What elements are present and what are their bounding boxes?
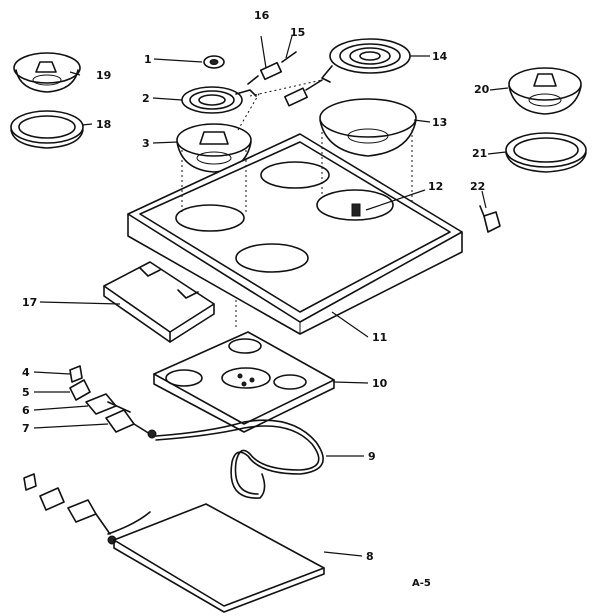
- terminal-block-6: [85, 393, 131, 415]
- callout-8: 8: [366, 550, 374, 563]
- small-trim-ring-18: [10, 110, 84, 149]
- callout-20: 20: [474, 83, 490, 96]
- callout-7: 7: [22, 422, 30, 435]
- cooktop-main-top-11: [127, 133, 463, 335]
- terminal-block-5: [69, 379, 91, 401]
- element-pan-10: [153, 331, 335, 433]
- callout-15: 15: [290, 26, 305, 39]
- receptacle-terminal-16: [284, 79, 323, 107]
- callout-18: 18: [96, 118, 111, 131]
- large-drip-bowl-13: [319, 98, 417, 157]
- large-drip-bowl-20: [508, 67, 582, 115]
- callout-11: 11: [372, 331, 387, 344]
- small-drip-bowl-19: [13, 52, 81, 93]
- terminal-block-15: [247, 51, 297, 85]
- terminal-receptacle-7: [105, 409, 157, 439]
- callout-16: 16: [254, 9, 270, 22]
- callout-21: 21: [472, 147, 487, 160]
- callout-9: 9: [368, 450, 376, 463]
- leader-lines: [33, 35, 509, 557]
- callout-14: 14: [432, 50, 448, 63]
- alignment-lines: [181, 79, 413, 330]
- terminal-clip-4: [69, 365, 83, 383]
- callout-2: 2: [142, 92, 150, 105]
- element-clip-1: [203, 55, 225, 69]
- callout-17: 17: [22, 296, 37, 309]
- callout-13: 13: [432, 116, 447, 129]
- callout-10: 10: [372, 377, 388, 390]
- lower-terminal-blocks: [23, 473, 117, 545]
- callout-19: 19: [96, 69, 111, 82]
- control-bracket-17: [103, 261, 215, 343]
- large-surface-element-14: [321, 38, 411, 83]
- callout-1: 1: [144, 53, 152, 66]
- bake-element-8: [107, 503, 325, 613]
- page-code: A-5: [412, 578, 431, 589]
- large-trim-ring-21: [505, 132, 587, 173]
- callout-12: 12: [428, 180, 443, 193]
- callout-5: 5: [22, 386, 30, 399]
- callout-3: 3: [142, 137, 150, 150]
- callout-6: 6: [22, 404, 30, 417]
- callout-22: 22: [470, 180, 485, 193]
- element-clip-22: [479, 205, 501, 233]
- oven-element-9: [155, 419, 324, 499]
- callout-labels: 1 2 3 16 15 14 13 19 18 20 21 22 12 17 1…: [22, 9, 490, 589]
- callout-4: 4: [22, 366, 30, 379]
- small-surface-element-2: [181, 86, 257, 114]
